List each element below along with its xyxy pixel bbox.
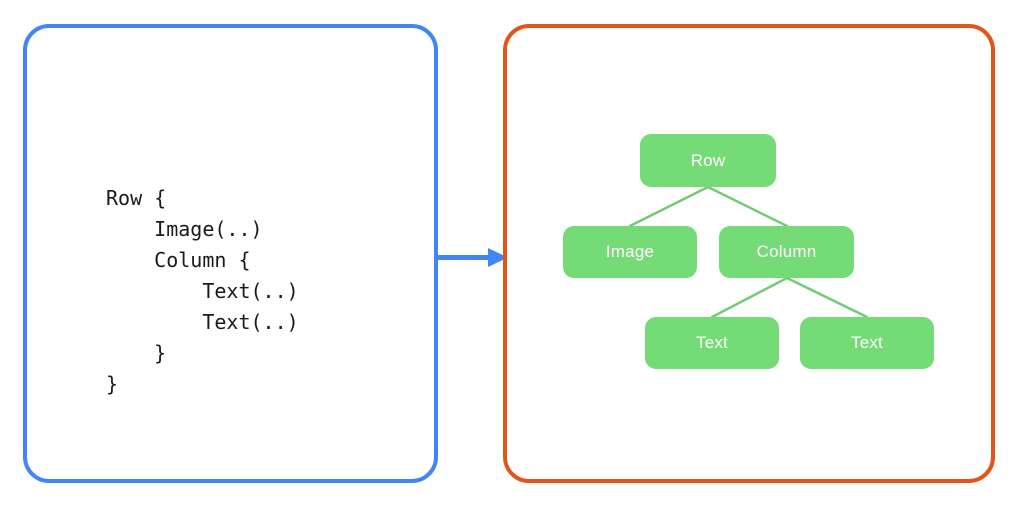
tree-node-column[interactable]: Column — [719, 226, 854, 278]
transform-arrow — [438, 248, 508, 267]
tree-node-row[interactable]: Row — [640, 134, 776, 187]
tree-node-image[interactable]: Image — [563, 226, 697, 278]
tree-node-text-1[interactable]: Text — [645, 317, 779, 369]
tree-node-text-2[interactable]: Text — [800, 317, 934, 369]
source-code-block: Row { Image(..) Column { Text(..) Text(.… — [106, 186, 299, 396]
code-panel: Row { Image(..) Column { Text(..) Text(.… — [23, 24, 438, 483]
